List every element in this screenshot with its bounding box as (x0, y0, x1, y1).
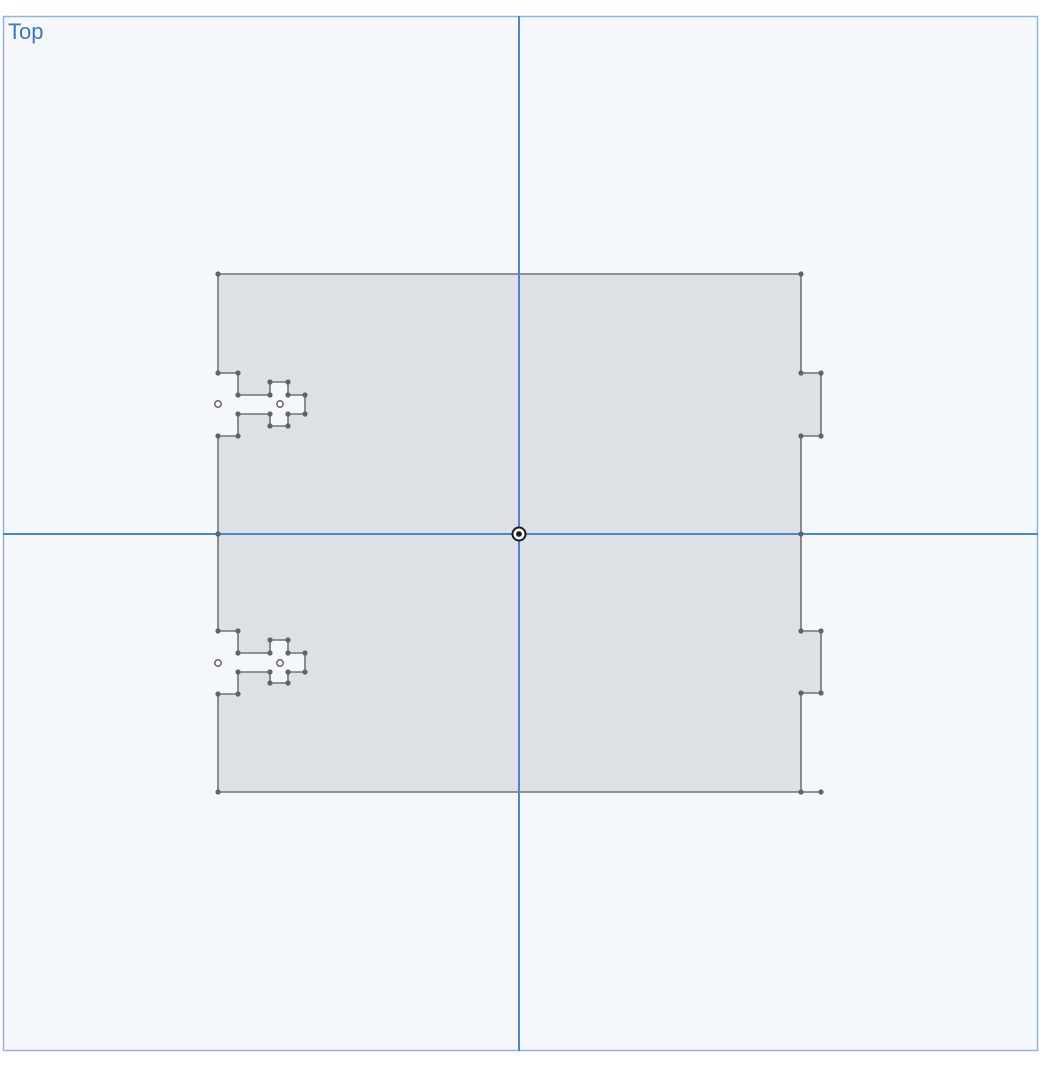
sketch-vertex[interactable] (285, 392, 291, 398)
sketch-vertex[interactable] (818, 789, 824, 795)
construction-point-icon[interactable] (214, 659, 222, 667)
sketch-vertex[interactable] (302, 411, 308, 417)
sketch-vertex[interactable] (235, 691, 241, 697)
sketch-vertex[interactable] (798, 433, 804, 439)
construction-point-icon[interactable] (276, 659, 284, 667)
sketch-vertex[interactable] (285, 411, 291, 417)
sketch-vertex[interactable] (267, 411, 273, 417)
sketch-vertex[interactable] (798, 628, 804, 634)
sketch-vertex[interactable] (267, 392, 273, 398)
sketch-vertex[interactable] (215, 433, 221, 439)
sketch-vertex[interactable] (235, 628, 241, 634)
sketch-vertex[interactable] (267, 669, 273, 675)
sketch-vertex[interactable] (215, 370, 221, 376)
sketch-vertex[interactable] (215, 531, 221, 537)
sketch-vertex[interactable] (285, 423, 291, 429)
sketch-vertex[interactable] (215, 271, 221, 277)
construction-point-icon[interactable] (276, 400, 284, 408)
sketch-vertex[interactable] (798, 370, 804, 376)
sketch-vertex[interactable] (215, 789, 221, 795)
sketch-vertex[interactable] (235, 392, 241, 398)
sketch-vertex[interactable] (235, 370, 241, 376)
sketch-vertex[interactable] (235, 433, 241, 439)
construction-point-icon[interactable] (214, 400, 222, 408)
sketch-vertex[interactable] (798, 271, 804, 277)
construction-points (214, 400, 284, 667)
sketch-vertex[interactable] (818, 370, 824, 376)
sketch-vertex[interactable] (798, 789, 804, 795)
sketch-vertex[interactable] (285, 637, 291, 643)
sketch-vertex[interactable] (818, 690, 824, 696)
sketch-vertex[interactable] (235, 669, 241, 675)
sketch-vertex[interactable] (267, 680, 273, 686)
sketch-vertex[interactable] (285, 650, 291, 656)
sketch-vertex[interactable] (267, 637, 273, 643)
sketch-vertices (215, 271, 824, 795)
sketch-vertex[interactable] (235, 411, 241, 417)
sketch-vertex[interactable] (267, 650, 273, 656)
sketch-vertex[interactable] (302, 650, 308, 656)
sketch-vertex[interactable] (215, 691, 221, 697)
sketch-vertex[interactable] (285, 379, 291, 385)
sketch-vertex[interactable] (818, 628, 824, 634)
sketch-vertex[interactable] (302, 392, 308, 398)
sketch-vertex[interactable] (267, 379, 273, 385)
sketch-vertex[interactable] (798, 531, 804, 537)
sketch-vertex[interactable] (798, 690, 804, 696)
sketch-vertex[interactable] (267, 423, 273, 429)
sketch-vertex[interactable] (215, 628, 221, 634)
sketch-vertex[interactable] (818, 433, 824, 439)
sketch-vertex[interactable] (285, 669, 291, 675)
sketch-vertex[interactable] (302, 669, 308, 675)
origin-icon[interactable] (511, 526, 527, 542)
sketch-vertex[interactable] (285, 680, 291, 686)
view-name-label[interactable]: Top (8, 19, 44, 44)
sketch-vertex[interactable] (235, 650, 241, 656)
